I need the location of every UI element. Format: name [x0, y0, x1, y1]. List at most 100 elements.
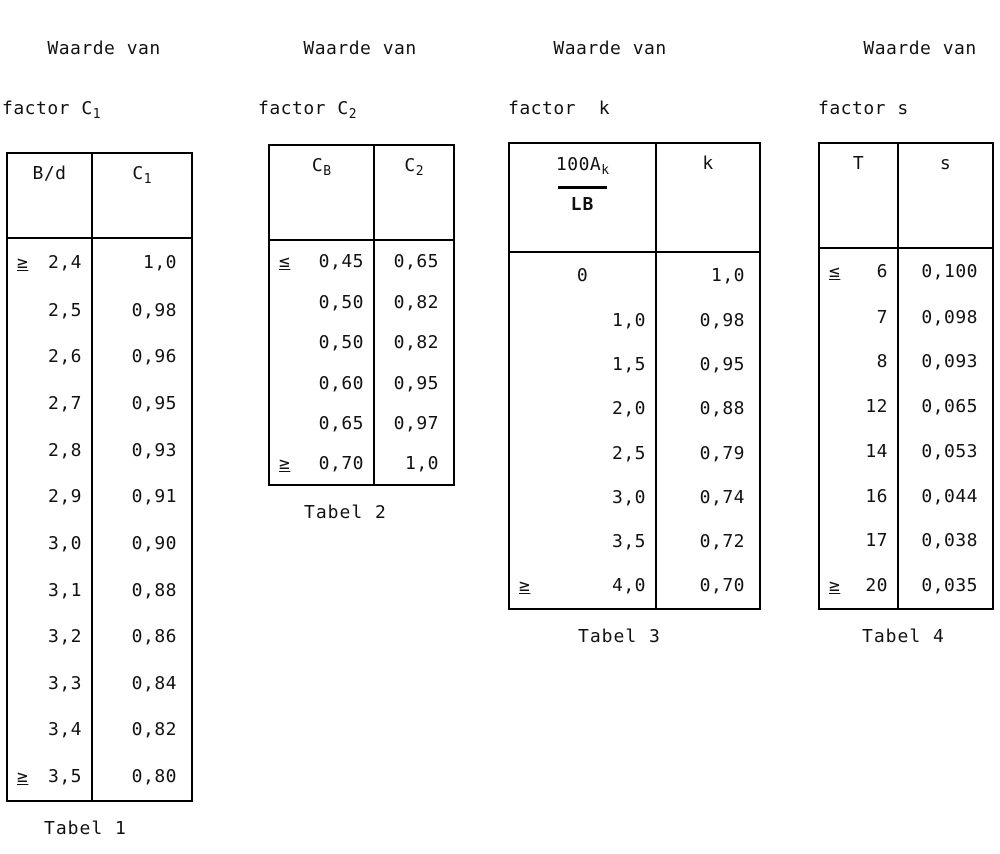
header-symbol: s — [939, 153, 952, 174]
cell-key: 3,4 — [8, 706, 93, 754]
header-symbol: C — [132, 163, 144, 184]
table-row: 17 0,038 — [820, 518, 992, 564]
cell-key-value: 2,5 — [611, 442, 646, 464]
caption-line-2: factor k — [508, 98, 611, 119]
cell-key: 0 — [510, 252, 657, 299]
caption-line-1: Waarde van — [553, 38, 667, 59]
table-row: 1,5 0,95 — [510, 342, 759, 387]
relational-operator: ≤ — [279, 251, 291, 273]
table-row: ≥20 0,035 — [820, 563, 992, 608]
caption-factor-c2: Waarde van factor C2 — [258, 4, 417, 190]
cell-key: 3,3 — [8, 659, 93, 707]
header-subscript: 1 — [143, 172, 152, 188]
relational-operator: ≤ — [829, 261, 852, 282]
cell-value: 0,79 — [699, 442, 745, 464]
cell-value: 0,91 — [131, 486, 177, 508]
cell-value: 0,65 — [393, 251, 439, 273]
cell-value: 0,038 — [921, 530, 978, 552]
relational-operator: ≥ — [519, 575, 542, 596]
cell-key-value: 3,5 — [611, 531, 646, 553]
header-symbol: C — [404, 155, 416, 176]
caption-line-2: factor s — [818, 98, 909, 119]
relational-operator: ≥ — [279, 453, 291, 475]
cell-value: 1,0 — [142, 252, 177, 274]
cell-key: 2,5 — [8, 286, 93, 334]
cell-key-value: 7 — [876, 306, 888, 328]
cell-key-value: 1,5 — [611, 354, 646, 376]
cell-key-value: 3,2 — [47, 626, 82, 648]
caption-line-2: factor C2 — [258, 98, 357, 123]
cell-key: 12 — [820, 384, 899, 430]
cell-value: 0,95 — [131, 392, 177, 414]
cell-key-value: 3,0 — [611, 486, 646, 508]
relational-operator: ≥ — [17, 252, 29, 274]
caption-line-1: Waarde van — [303, 38, 417, 59]
cell-key-value: 0,60 — [318, 372, 364, 394]
fraction-numerator-subscript: k — [601, 163, 610, 179]
cell-value: 0,93 — [131, 439, 177, 461]
cell-key-value: 2,7 — [47, 392, 82, 414]
cell-key-value: 2,0 — [611, 398, 646, 420]
cell-key-value: 0,70 — [318, 453, 364, 475]
cell-key-value: 2,8 — [47, 439, 82, 461]
cell-key-value: 3,3 — [47, 672, 82, 694]
cell-value: 0,95 — [699, 354, 745, 376]
table-row: 3,0 0,90 — [8, 520, 191, 567]
column-header-2: s — [898, 144, 992, 249]
cell-key-value: 3,0 — [47, 532, 82, 554]
table-row: 2,7 0,95 — [8, 380, 191, 427]
cell-key: ≥20 — [820, 563, 899, 608]
table-label-tabel-3: Tabel 3 — [578, 626, 661, 647]
cell-key: 0,50 — [270, 322, 375, 363]
cell-key: 1,5 — [510, 342, 657, 387]
cell-key-value: 16 — [865, 485, 888, 507]
header-symbol: B/d — [32, 163, 67, 184]
cell-key: 2,6 — [8, 333, 93, 381]
cell-key: ≥ 4,0 — [510, 563, 657, 608]
cell-key: 0,50 — [270, 282, 375, 323]
cell-key: 0,60 — [270, 362, 375, 404]
cell-value: 0,90 — [131, 532, 177, 554]
cell-value: 0,035 — [921, 575, 978, 597]
column-header-1: T — [820, 144, 899, 249]
cell-value: 0,098 — [921, 306, 978, 328]
cell-value: 0,98 — [131, 299, 177, 321]
column-header-1: B/d — [8, 154, 93, 239]
relational-operator: ≥ — [17, 766, 29, 788]
header-subscript: B — [323, 164, 332, 180]
cell-value: 0,100 — [921, 261, 978, 283]
table-header-row: B/d C1 — [8, 154, 191, 239]
cell-value: 0,82 — [393, 291, 439, 313]
cell-key: 8 — [820, 339, 899, 385]
caption-line-1: Waarde van — [47, 38, 161, 59]
relational-operator: ≥ — [829, 575, 841, 597]
table-row: 2,5 0,79 — [510, 431, 759, 476]
cell-key-value: 4,0 — [611, 575, 646, 597]
cell-key: 17 — [820, 518, 899, 564]
cell-value: 0,065 — [921, 396, 978, 418]
cell-key-value: 6 — [876, 261, 888, 283]
caption-line-2: factor C1 — [2, 98, 101, 123]
cell-value: 0,95 — [393, 372, 439, 394]
cell-key-value: 2,9 — [47, 486, 82, 508]
header-symbol: k — [702, 153, 714, 174]
cell-key-value: 2,5 — [47, 299, 82, 321]
cell-value: 0,053 — [921, 440, 978, 462]
